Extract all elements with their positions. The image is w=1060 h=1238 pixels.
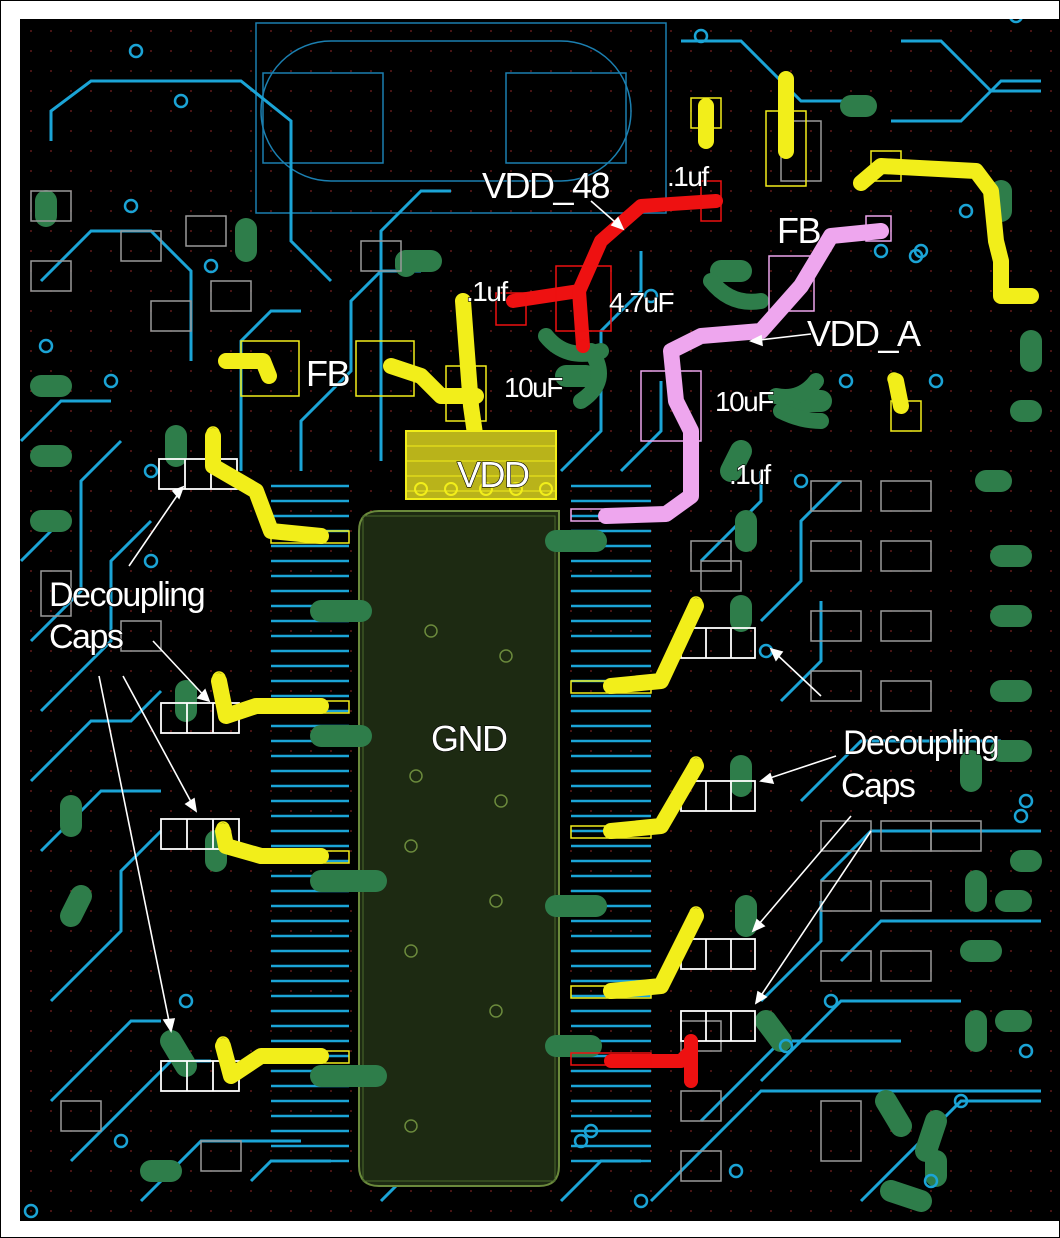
- vias: [23, 19, 1034, 1219]
- ferrite-bead-outlines: [206, 97, 922, 1050]
- vdd-a-label: VDD_A: [807, 313, 921, 354]
- gnd-vias: [404, 624, 513, 1133]
- decoupling-right-label-line1: Decoupling: [843, 724, 998, 762]
- fb-right-label: FB: [777, 210, 820, 251]
- decoupling-left-label-line2: Caps: [49, 618, 123, 656]
- annotation-labels: VDD_48 .1uf .1uf 4.7uF FB FB VDD_A 10uF …: [48, 160, 1000, 805]
- cap-10uf-left-label: 10uF: [504, 372, 562, 403]
- component-outlines: [30, 120, 982, 1182]
- cap-10uf-right-label: 10uF: [715, 386, 773, 417]
- cap-01uf-right-label: .1uf: [729, 459, 771, 490]
- vdd-a-net-traces: [598, 223, 889, 524]
- cap-pads-curved: [538, 273, 829, 429]
- vdd-48-label: VDD_48: [482, 165, 610, 206]
- vdd-48-net-traces: [506, 194, 723, 1088]
- vdd-pin-outlines: [270, 530, 652, 1064]
- cap-47uf-label: 4.7uF: [609, 287, 673, 318]
- gnd-label: GND: [431, 718, 507, 759]
- ic-pins-right: [571, 484, 651, 1163]
- gnd-plane: [358, 510, 560, 1187]
- fb-left-label: FB: [306, 353, 349, 394]
- component-pads: [30, 95, 1042, 1212]
- vdd-label: VDD: [457, 454, 529, 495]
- vdd-a-outlines: [570, 215, 892, 522]
- vdd-net-traces: [205, 71, 1039, 1084]
- decoupling-left-label-line1: Decoupling: [49, 576, 204, 614]
- vdd-48-outlines: [495, 180, 722, 1088]
- cap-01uf-left-label: .1uf: [466, 276, 508, 307]
- decoupling-right-label-line2: Caps: [841, 767, 915, 805]
- annotation-arrows: [98, 200, 872, 1034]
- vdd-pad-block: [405, 430, 557, 500]
- crystal-outline: [255, 22, 667, 214]
- pcb-layout: VDD_48 .1uf .1uf 4.7uF FB FB VDD_A 10uF …: [20, 19, 1060, 1221]
- cap-01uf-top-label: .1uf: [667, 161, 709, 192]
- pcb-canvas: VDD_48 .1uf .1uf 4.7uF FB FB VDD_A 10uF …: [20, 19, 1060, 1221]
